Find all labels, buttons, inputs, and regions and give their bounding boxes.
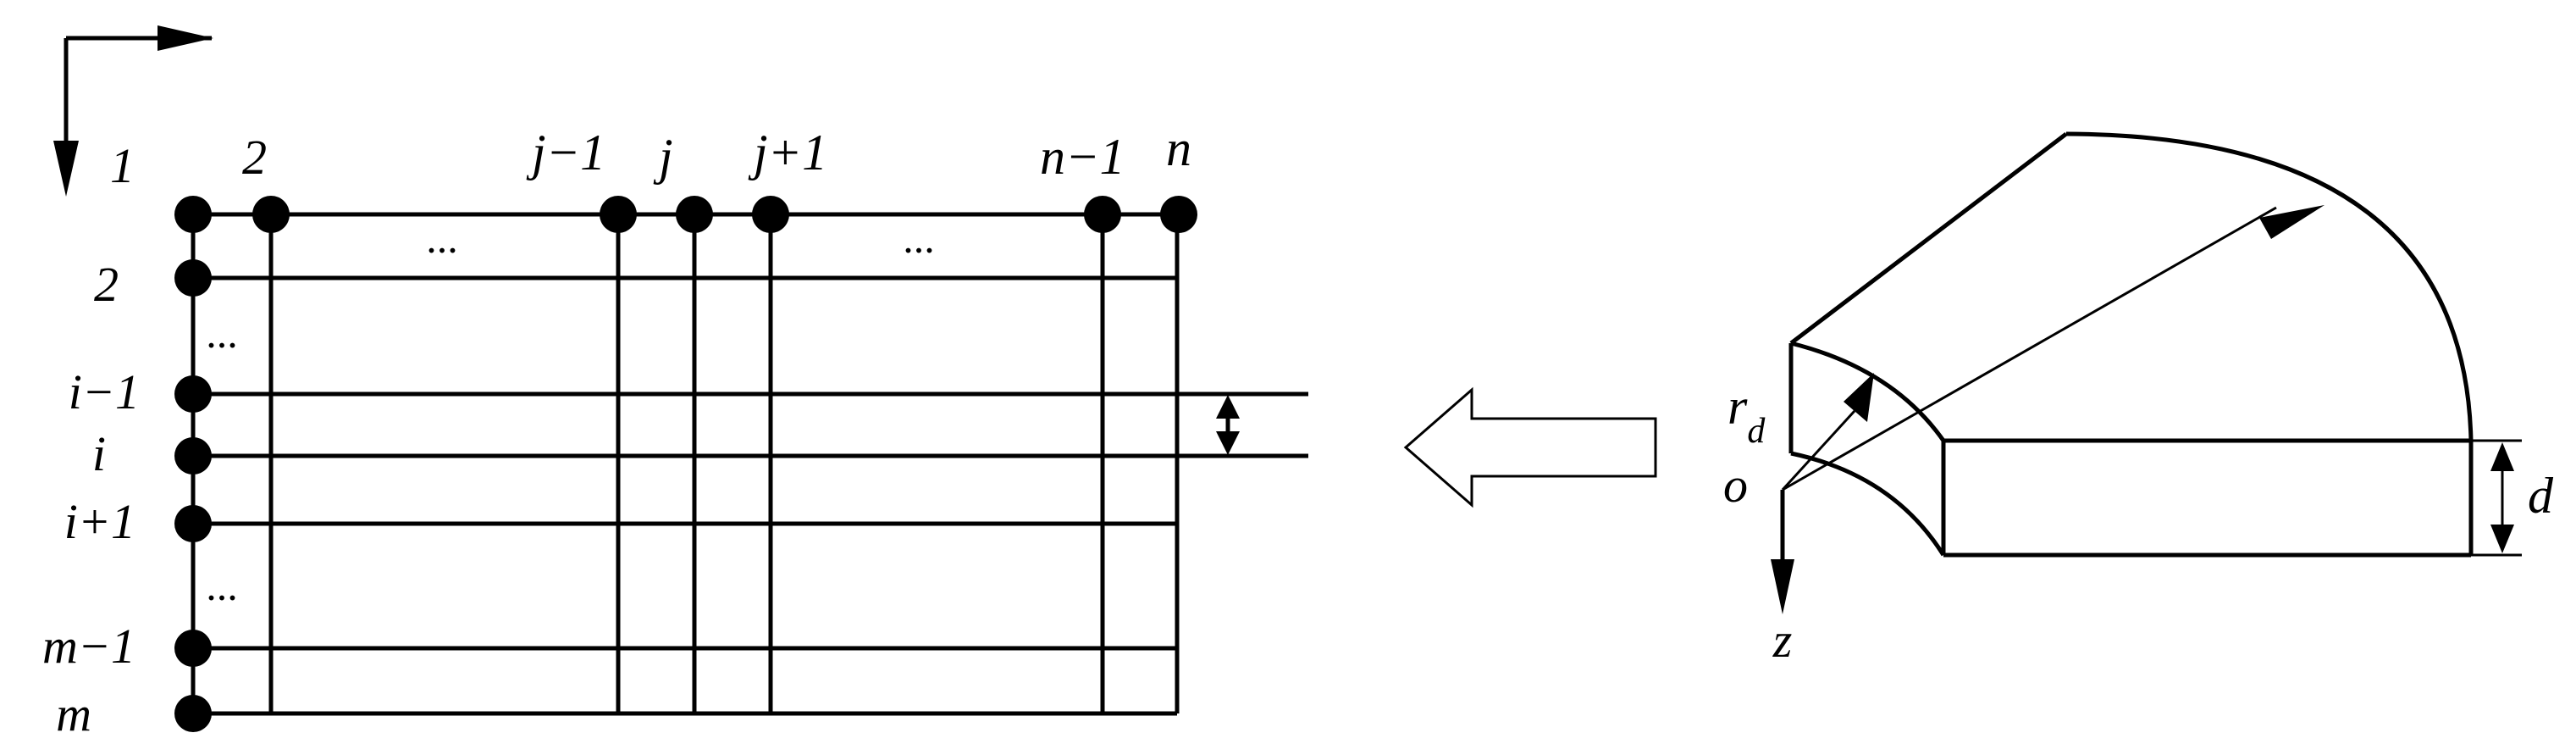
col-label-n: n: [1166, 120, 1191, 176]
thickness-arrowhead-up: [2490, 442, 2514, 471]
col-label-n-minus-1: n−1: [1040, 129, 1125, 185]
inner-radius-line: [1781, 409, 1856, 491]
radius-label-subscript: d: [1747, 412, 1766, 451]
transform-arrow: [1403, 386, 1657, 508]
j-direction-arrowhead: [158, 25, 213, 51]
grid-diagram: [53, 25, 1308, 732]
row-spacing-arrowhead-down: [1216, 431, 1240, 455]
grid-node: [174, 630, 212, 667]
thickness-label: d: [2528, 468, 2554, 524]
grid-node: [252, 196, 290, 233]
grid-node: [174, 695, 212, 732]
grid-node: [600, 196, 637, 233]
grid-node: [174, 375, 212, 413]
col-label-j-minus-1: j−1: [526, 125, 605, 180]
i-direction-arrowhead: [53, 141, 79, 197]
row-spacing-arrowhead-up: [1216, 395, 1240, 419]
inner-radius-arrowhead: [1844, 373, 1874, 422]
col-label-1: 1: [110, 138, 135, 193]
z-axis-arrowhead: [1771, 559, 1794, 614]
row-label-i-plus-1: i+1: [64, 494, 135, 549]
solid-labels: rd o z d: [1723, 379, 2554, 668]
grid-node: [174, 437, 212, 475]
grid-node: [174, 505, 212, 542]
top-slanted-edge: [1789, 132, 2068, 345]
column-ellipsis-right: ...: [903, 214, 935, 262]
row-label-m: m: [56, 686, 91, 741]
left-column-nodes: [174, 259, 212, 732]
row-spacing-arrow: [1216, 395, 1240, 455]
top-row-nodes: [174, 196, 1197, 233]
inner-arc-top: [1790, 341, 1946, 442]
horizontal-grid-lines: [193, 212, 1308, 716]
grid-node: [676, 196, 713, 233]
column-ellipsis-left: ...: [426, 214, 458, 262]
col-label-j: j: [653, 129, 673, 185]
grid-node: [174, 259, 212, 297]
outer-radius-arrowhead: [2259, 205, 2324, 239]
grid-node: [174, 196, 212, 233]
inner-arc-bottom: [1790, 451, 1946, 557]
col-label-2: 2: [242, 130, 267, 185]
vertical-grid-lines: [191, 214, 1180, 713]
z-axis-label: z: [1772, 613, 1793, 668]
grid-node: [1084, 196, 1121, 233]
col-label-j-plus-1: j+1: [748, 125, 827, 180]
origin-label: o: [1723, 458, 1748, 513]
row-label-i: i: [92, 426, 106, 481]
radius-label-main: r: [1727, 379, 1748, 435]
thickness-arrowhead-down: [2490, 525, 2514, 553]
grid-labels: 1 2 j−1 j j+1 n−1 n 2 i−1 i i+1 m−1 m ..…: [42, 120, 1191, 741]
radius-label: rd: [1727, 379, 1766, 451]
solid-sector-diagram: [1771, 131, 2522, 614]
radius-arrows: [1781, 205, 2324, 491]
row-label-m-minus-1: m−1: [42, 619, 135, 674]
grid-node: [1160, 196, 1197, 233]
row-label-i-minus-1: i−1: [69, 364, 140, 419]
row-ellipsis-upper: ...: [206, 309, 238, 357]
row-label-2: 2: [94, 257, 119, 312]
direction-arrows: [53, 25, 213, 197]
outer-radius-line: [1782, 206, 2277, 491]
row-ellipsis-lower: ...: [206, 562, 238, 609]
grid-node: [752, 196, 789, 233]
outer-arc: [2065, 131, 2474, 441]
